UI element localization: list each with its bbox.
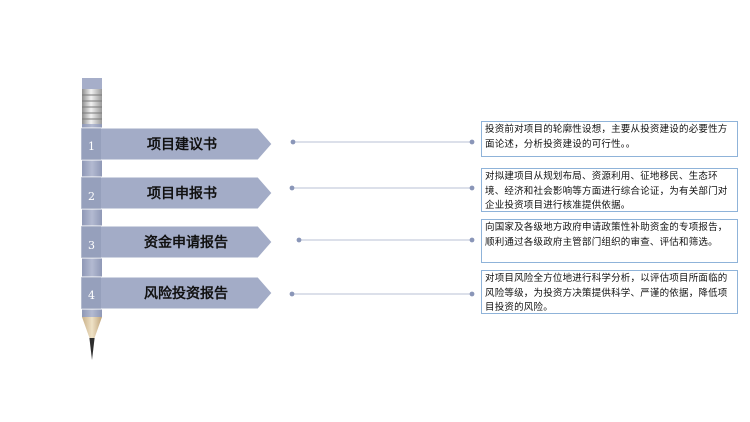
step-title-2: 项目申报书 — [147, 185, 217, 202]
step-description-1: 投资前对项目的轮廓性设想，主要从投资建设的必要性方面论述，分析投资建设的可行性。… — [481, 121, 738, 157]
step-description-3: 向国家及各级地方政府申请政策性补助资金的专项报告，顺利通过各级政府主管部门组织的… — [481, 219, 738, 263]
pencil-eraser — [82, 78, 102, 90]
connector-1 — [291, 140, 475, 145]
step-number-1: 1 — [88, 140, 95, 153]
pencil-lead-tip — [89, 338, 94, 360]
connector-2 — [290, 186, 475, 191]
pencil-ferrule — [82, 89, 102, 124]
step-title-4: 风险投资报告 — [144, 285, 228, 302]
step-title-3: 资金申请报告 — [144, 234, 228, 251]
step-number-4: 4 — [88, 289, 95, 302]
pencil — [82, 78, 102, 360]
step-number-2: 2 — [88, 190, 95, 203]
step-description-2: 对拟建项目从规划布局、资源利用、征地移民、生态环境、经济和社会影响等方面进行综合… — [481, 168, 738, 212]
connector-3 — [297, 238, 475, 243]
step-title-1: 项目建议书 — [147, 136, 217, 153]
connector-4 — [290, 292, 475, 297]
step-description-4: 对项目风险全方位地进行科学分析，以评估项目所面临的风险等级，为投资方决策提供科学… — [481, 270, 738, 314]
step-number-3: 3 — [88, 239, 95, 252]
